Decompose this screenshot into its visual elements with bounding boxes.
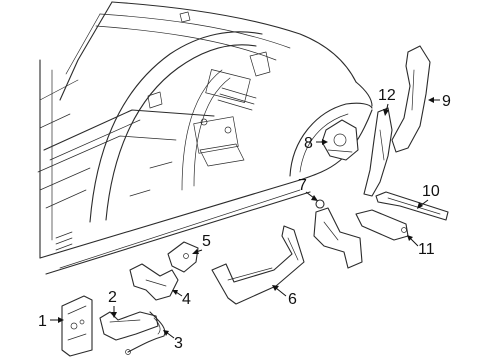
part-8-module bbox=[321, 119, 359, 161]
svg-text:3: 3 bbox=[174, 335, 183, 352]
part-7-bracket bbox=[313, 199, 363, 269]
svg-text:5: 5 bbox=[202, 233, 211, 250]
svg-text:7: 7 bbox=[298, 177, 307, 194]
part-11-bracket bbox=[355, 209, 409, 241]
svg-text:4: 4 bbox=[182, 291, 191, 308]
callout-5: 5 bbox=[192, 233, 211, 254]
part-5-bracket bbox=[167, 241, 199, 273]
svg-text:10: 10 bbox=[422, 183, 440, 200]
callout-7: 7 bbox=[298, 177, 318, 201]
callout-2: 2 bbox=[108, 289, 117, 318]
callout-12: 12 bbox=[378, 87, 396, 116]
svg-text:11: 11 bbox=[418, 241, 435, 258]
part-9-bracket bbox=[391, 45, 431, 153]
callout-3: 3 bbox=[163, 330, 183, 352]
callout-9: 9 bbox=[428, 93, 451, 110]
part-12-bracket bbox=[363, 107, 393, 197]
part-6-rail bbox=[211, 225, 305, 305]
part-2-bracket bbox=[99, 311, 159, 341]
svg-text:6: 6 bbox=[288, 291, 297, 308]
callout-6: 6 bbox=[272, 285, 297, 308]
callout-8: 8 bbox=[304, 135, 328, 152]
vehicle-body-structure bbox=[37, 1, 373, 275]
callout-1: 1 bbox=[38, 313, 64, 330]
part-1-bracket-plate bbox=[61, 295, 93, 357]
callout-4: 4 bbox=[172, 290, 191, 308]
svg-text:12: 12 bbox=[378, 87, 396, 104]
svg-text:1: 1 bbox=[38, 313, 47, 330]
svg-text:9: 9 bbox=[442, 93, 451, 110]
part-3-harness-strap bbox=[125, 311, 166, 355]
callout-11: 11 bbox=[407, 235, 435, 258]
svg-text:2: 2 bbox=[108, 289, 117, 306]
part-4-bracket bbox=[129, 263, 179, 301]
svg-text:8: 8 bbox=[304, 135, 313, 152]
callout-10: 10 bbox=[417, 183, 440, 209]
part-10-panel bbox=[375, 191, 449, 221]
